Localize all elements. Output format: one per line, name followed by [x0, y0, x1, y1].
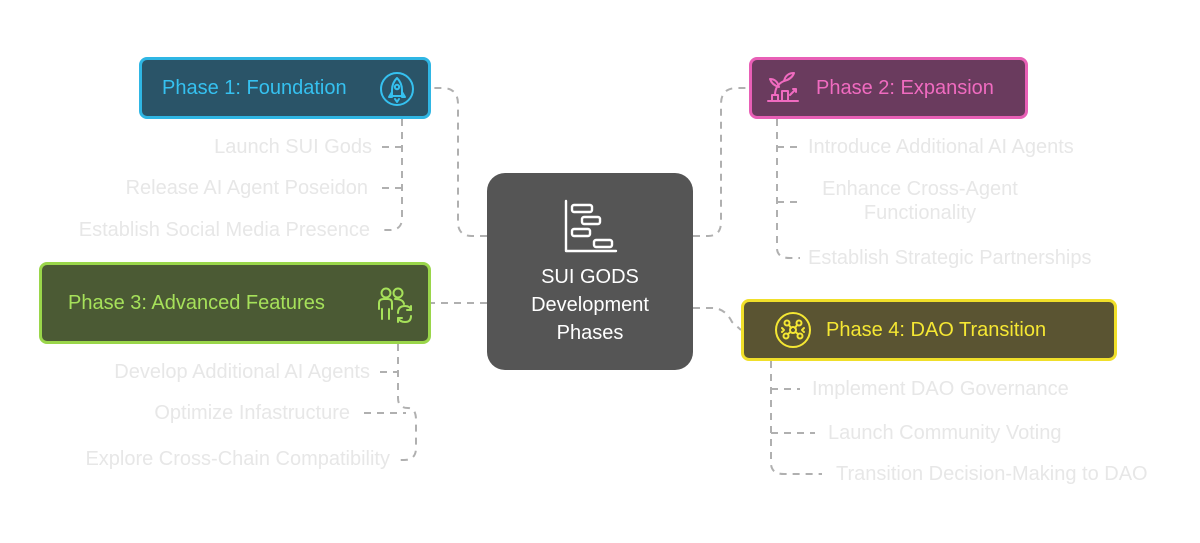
connector-phase2-items	[776, 119, 800, 259]
connector-center-phase1	[431, 87, 487, 237]
phase-4-label: Phase 4: DAO Transition	[826, 318, 1047, 341]
phase-4-item-1: Implement DAO Governance	[812, 378, 1069, 400]
phase-1-node: Phase 1: Foundation	[139, 57, 431, 119]
plant-growth-icon	[767, 72, 799, 102]
phase-4-node: Phase 4: DAO Transition	[741, 299, 1117, 361]
phase-2-item-1: Introduce Additional AI Agents	[808, 136, 1074, 158]
phase-2-label: Phase 2: Expansion	[816, 76, 994, 99]
phase-2-item-2: Enhance Cross-Agent Functionality	[822, 178, 1018, 224]
center-title: SUI GODS Development Phases	[531, 266, 649, 344]
phase-3-item-1: Develop Additional AI Agents	[114, 361, 370, 383]
connector-phase4-items	[770, 361, 822, 475]
gantt-chart-icon	[564, 199, 618, 253]
phase-4-item-3: Transition Decision-Making to DAO	[836, 463, 1148, 485]
phase-3-label: Phase 3: Advanced Features	[68, 291, 325, 314]
phase-1-item-3: Establish Social Media Presence	[78, 219, 370, 241]
phase-3-node: Phase 3: Advanced Features	[39, 262, 431, 344]
phase-3-item-2: Optimize Infastructure	[154, 402, 350, 424]
phase-2-item-3: Establish Strategic Partnerships	[808, 247, 1092, 269]
phase-1-item-1: Launch SUI Gods	[214, 136, 372, 158]
connector-center-phase2	[693, 87, 749, 237]
phase-3-item-3: Explore Cross-Chain Compatibility	[85, 448, 390, 470]
rocket-icon	[380, 72, 414, 106]
connector-phase3-items	[397, 344, 417, 461]
phase-2-node: Phase 2: Expansion	[749, 57, 1028, 119]
phase-1-item-2: Release AI Agent Poseidon	[125, 177, 368, 199]
connector-phase1-items	[382, 119, 403, 231]
phase-4-item-2: Launch Community Voting	[828, 422, 1062, 444]
connector-center-phase4	[693, 307, 742, 331]
center-node: SUI GODS Development Phases	[487, 173, 693, 370]
people-sync-icon	[378, 287, 412, 323]
network-gear-icon	[775, 312, 811, 348]
phase-1-label: Phase 1: Foundation	[162, 76, 347, 99]
